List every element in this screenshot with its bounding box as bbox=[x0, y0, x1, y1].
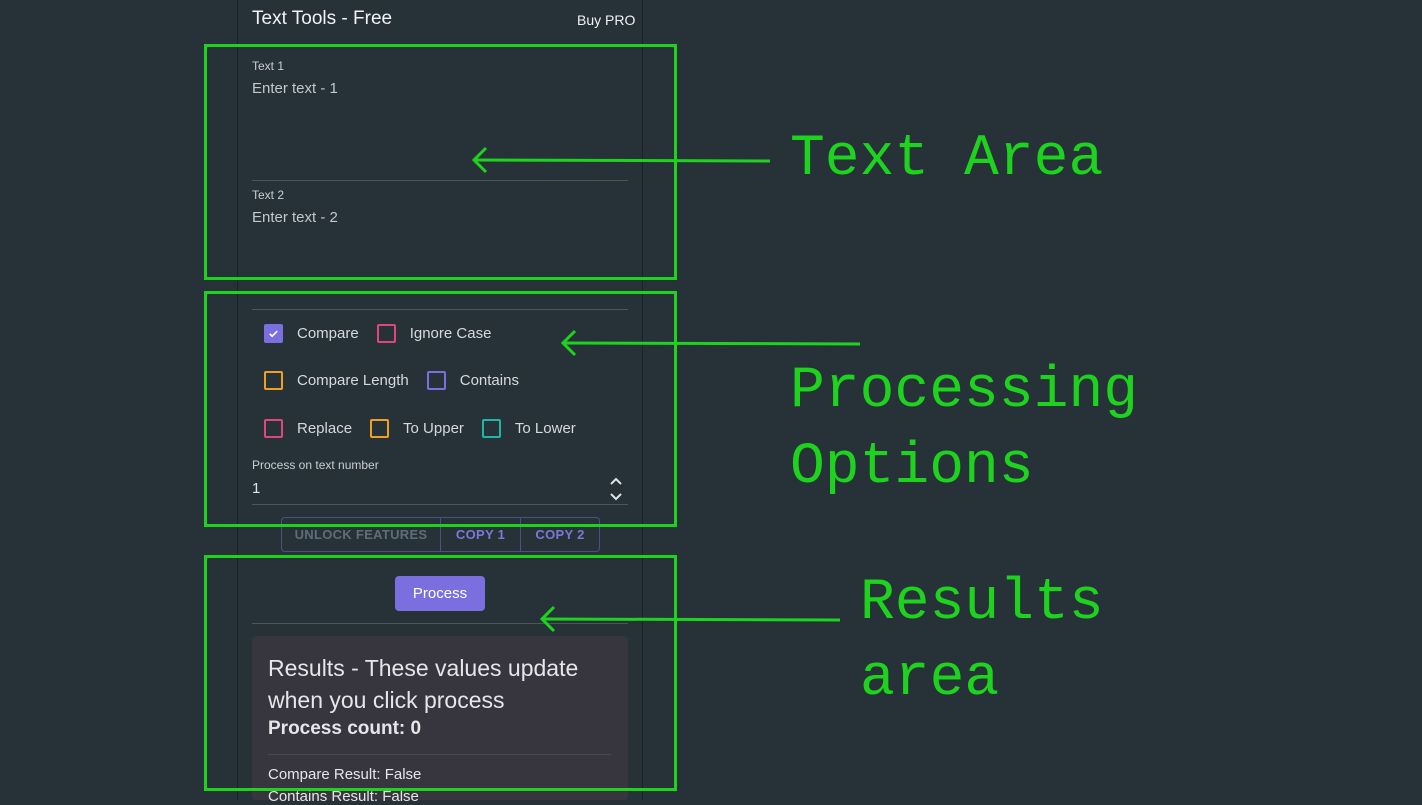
copy-1-button[interactable]: COPY 1 bbox=[441, 518, 521, 551]
process-count: Process count: 0 bbox=[268, 718, 422, 739]
number-spinner-icon[interactable] bbox=[608, 474, 624, 504]
process-divider bbox=[252, 623, 628, 624]
checkbox-icon bbox=[376, 323, 396, 343]
ignore-case-label: Ignore Case bbox=[409, 324, 492, 342]
copy-2-button[interactable]: COPY 2 bbox=[535, 527, 585, 542]
text-area-annotation: Text Area bbox=[790, 127, 1104, 192]
results-area-annotation: Results area bbox=[860, 571, 1104, 712]
checkbox-icon bbox=[370, 418, 390, 438]
results-divider bbox=[268, 754, 611, 755]
compare-length-checkbox[interactable]: Compare Length bbox=[264, 370, 409, 390]
to-upper-label: To Upper bbox=[403, 419, 464, 437]
compare-label: Compare bbox=[297, 324, 359, 342]
checkbox-checked-icon bbox=[264, 323, 283, 343]
text1-label: Text 1 bbox=[252, 59, 285, 73]
options-row-2: Compare Length Contains bbox=[264, 368, 537, 392]
checkbox-icon bbox=[481, 418, 501, 438]
results-card bbox=[252, 636, 628, 800]
compare-length-label: Compare Length bbox=[297, 371, 409, 389]
compare-result: Compare Result: False bbox=[268, 766, 422, 783]
checkbox-icon bbox=[264, 418, 283, 438]
to-lower-checkbox[interactable]: To Lower bbox=[481, 418, 576, 438]
text1-underline bbox=[252, 180, 628, 181]
action-button-group: UNLOCK FEATURES COPY 1 COPY 2 bbox=[281, 517, 600, 552]
to-upper-checkbox[interactable]: To Upper bbox=[370, 418, 464, 438]
processing-options-highlight-box bbox=[204, 291, 677, 527]
results-title: Results - These values update when you c… bbox=[268, 655, 579, 713]
options-row-1: Compare Ignore Case bbox=[264, 321, 509, 345]
unlock-features-button[interactable]: UNLOCK FEATURES bbox=[282, 518, 441, 551]
text2-underline bbox=[252, 309, 628, 310]
app-title: Text Tools - Free bbox=[252, 8, 393, 29]
process-on-label: Process on text number bbox=[252, 458, 379, 472]
ignore-case-checkbox[interactable]: Ignore Case bbox=[376, 323, 492, 343]
replace-checkbox[interactable]: Replace bbox=[264, 418, 353, 438]
contains-checkbox[interactable]: Contains bbox=[426, 370, 519, 390]
options-row-3: Replace To Upper To Lower bbox=[264, 416, 594, 440]
checkbox-icon bbox=[426, 370, 446, 390]
text2-input[interactable] bbox=[252, 209, 628, 299]
to-lower-label: To Lower bbox=[514, 419, 576, 437]
process-on-input[interactable]: 1 bbox=[252, 480, 261, 497]
arrow-icon bbox=[471, 146, 771, 174]
compare-checkbox[interactable]: Compare bbox=[264, 323, 359, 343]
arrow-icon bbox=[560, 329, 861, 357]
buy-pro-link[interactable]: Buy PRO bbox=[577, 12, 636, 28]
process-button[interactable]: Process bbox=[395, 576, 485, 611]
replace-label: Replace bbox=[297, 419, 353, 437]
processing-options-annotation: Processing Options bbox=[790, 359, 1139, 500]
contains-label: Contains bbox=[459, 371, 519, 389]
results-area-highlight-box bbox=[204, 555, 677, 791]
arrow-icon bbox=[539, 605, 841, 633]
text2-label: Text 2 bbox=[252, 188, 285, 202]
checkbox-icon bbox=[264, 370, 283, 390]
process-on-underline bbox=[252, 504, 628, 505]
